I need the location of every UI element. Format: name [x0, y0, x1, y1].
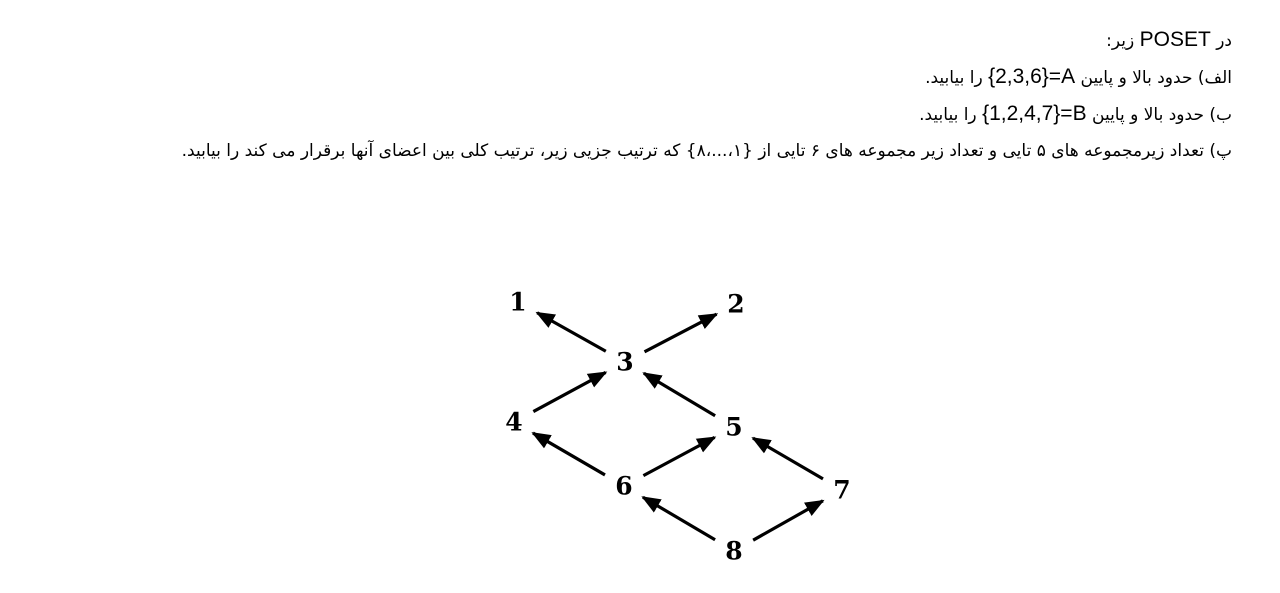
- question-text: در POSET زیر: الف) حدود بالا و پایین {2,…: [12, 22, 1232, 169]
- node-8: 8: [725, 537, 742, 566]
- node-1: 1: [509, 288, 526, 317]
- edge-8-to-7: [752, 499, 825, 542]
- part-c: پ) تعداد زیرمجموعه های ۵ تایی و تعداد زی…: [181, 141, 1232, 161]
- edge-3-to-2: [643, 312, 719, 354]
- intro-prefix: در: [1210, 31, 1232, 51]
- part-b-suffix: را بیابید.: [919, 105, 983, 125]
- poset-term: POSET: [1139, 28, 1211, 51]
- edge-4-to-3: [532, 371, 608, 413]
- intro-suffix: زیر:: [1106, 31, 1140, 51]
- set-b: {1,2,4,7}=B: [982, 102, 1087, 125]
- node-5: 5: [725, 413, 742, 442]
- part-b-prefix: ب) حدود بالا و پایین: [1086, 105, 1232, 125]
- node-3: 3: [616, 348, 633, 377]
- edge-3-to-1: [535, 311, 607, 353]
- node-7: 7: [833, 476, 850, 505]
- part-b: ب) حدود بالا و پایین {1,2,4,7}=B را بیاب…: [12, 96, 1232, 133]
- edge-6-to-5: [642, 435, 717, 478]
- hasse-diagram: 1 2 3 4 5 6 7 8: [505, 288, 850, 566]
- node-6: 6: [615, 472, 632, 501]
- part-a-suffix: را بیابید.: [925, 68, 989, 88]
- part-a-prefix: الف) حدود بالا و پایین: [1075, 68, 1232, 88]
- node-4: 4: [505, 408, 522, 437]
- part-a: الف) حدود بالا و پایین {2,3,6}=A را بیاب…: [12, 59, 1232, 96]
- node-2: 2: [727, 290, 744, 319]
- edge-8-to-6: [641, 495, 716, 542]
- set-a: {2,3,6}=A: [988, 65, 1076, 88]
- edge-6-to-4: [531, 431, 606, 477]
- edge-7-to-5: [751, 436, 824, 481]
- intro-line: در POSET زیر:: [12, 22, 1232, 59]
- edge-5-to-3: [642, 371, 716, 418]
